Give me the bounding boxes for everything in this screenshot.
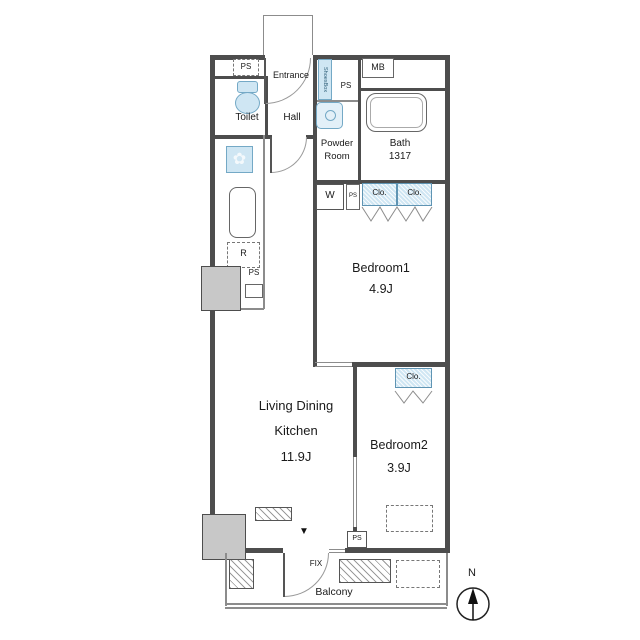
hall-label: Hall [283,112,301,123]
ldk-label-line2: Kitchen [274,423,318,438]
wall-segment [358,55,361,180]
meter-box-label: MB [371,62,385,72]
stove-flower-glyph: ✿ [232,150,247,168]
bedroom1-size-label: 4.9J [369,282,393,296]
pipe-space-label: PS [348,193,357,199]
fix-window-label: FIX [309,559,323,568]
wall-segment [445,55,450,553]
kitchen-counter-line [263,135,265,309]
pipe-space-box [347,531,367,548]
ldk-label-line1: Living Dining [258,398,334,413]
wall-segment [210,55,265,60]
wall-segment [313,180,445,184]
bedroom2-label: Bedroom2 [370,438,428,452]
wall-segment [306,135,313,139]
structural-column [201,266,241,311]
wall-segment [265,76,268,138]
bedroom2-size-label: 3.9J [387,461,411,475]
wall-segment [353,367,357,457]
closet-label: Clo. [372,188,387,197]
washer-box [316,184,344,210]
wall-segment [210,548,283,553]
hall-door-leaf [270,137,272,173]
refrigerator-space [227,242,260,268]
balcony-hatch [229,559,254,589]
balcony-line [225,553,227,606]
porch-line-right [312,15,313,55]
compass-icon [456,587,490,621]
furniture-dashed-outline [386,505,433,532]
balcony-line [446,553,448,606]
closet-bedroom2 [395,368,432,388]
north-label: N [468,567,476,579]
fix-window-line [329,552,345,553]
stove-icon: ✿ [226,146,253,173]
wall-segment [352,362,445,367]
bathtub-inner-line [370,97,423,128]
fix-window-line [329,549,345,550]
wall-segment [317,100,358,102]
pipe-space-label: PS [352,535,362,542]
balcony-label: Balcony [315,586,353,598]
toilet-bowl-icon [235,92,260,114]
sliding-door-line [315,362,352,363]
structural-column [202,514,246,560]
powder-room-label-line1: Powder [320,138,354,149]
wall-segment [313,55,317,367]
entrance-label: Entrance [272,70,310,80]
closet-right [397,183,432,206]
porch-line-left [263,15,264,55]
meter-box [362,58,394,78]
shoes-box-label: ShoesBox [322,66,328,93]
door-marker-icon: ▼ [299,526,309,537]
refrigerator-label: R [240,248,247,258]
entrance-door-leaf [264,58,266,104]
hall-door-arc [271,137,307,173]
pipe-space-label: PS [340,81,352,90]
bath-label: Bath [389,138,411,149]
folding-door-icon [394,390,433,404]
washer-label: W [325,190,335,201]
balcony-door-leaf [283,553,285,597]
wall-segment [345,548,450,553]
pipe-space-box [346,184,360,210]
balcony-railing-line [225,607,447,609]
sink-faucet-icon [325,110,336,121]
bath-size-label: 1317 [388,151,412,162]
balcony-railing-line [225,603,447,605]
folding-door-icon [361,206,433,222]
closet-label: Clo. [407,188,422,197]
wall-segment [210,135,272,139]
balcony-dashed-outline [396,560,440,588]
pipe-space-label: PS [248,268,260,277]
pipe-space-label: PS [240,62,252,71]
sliding-door-line [315,366,352,367]
pipe-space-box [233,59,259,76]
counter-hatch [255,507,292,521]
ldk-size-label: 11.9J [280,449,312,464]
powder-room-label-line2: Room [324,151,350,162]
balcony-hatch [339,559,391,583]
porch-line-top [263,15,313,16]
wall-segment [358,88,445,91]
closet-left [362,183,397,206]
sliding-door-line [356,457,357,527]
duct-box [245,284,263,298]
shoes-box [318,59,332,100]
entrance-door-arc [265,58,311,104]
closet-label: Clo. [406,372,421,381]
wall-segment [210,76,268,79]
kitchen-sink-icon [229,187,256,238]
wall-segment [313,55,450,60]
sliding-door-line [353,457,354,527]
bedroom1-label: Bedroom1 [352,261,410,275]
toilet-room-label: Toilet [235,112,259,123]
